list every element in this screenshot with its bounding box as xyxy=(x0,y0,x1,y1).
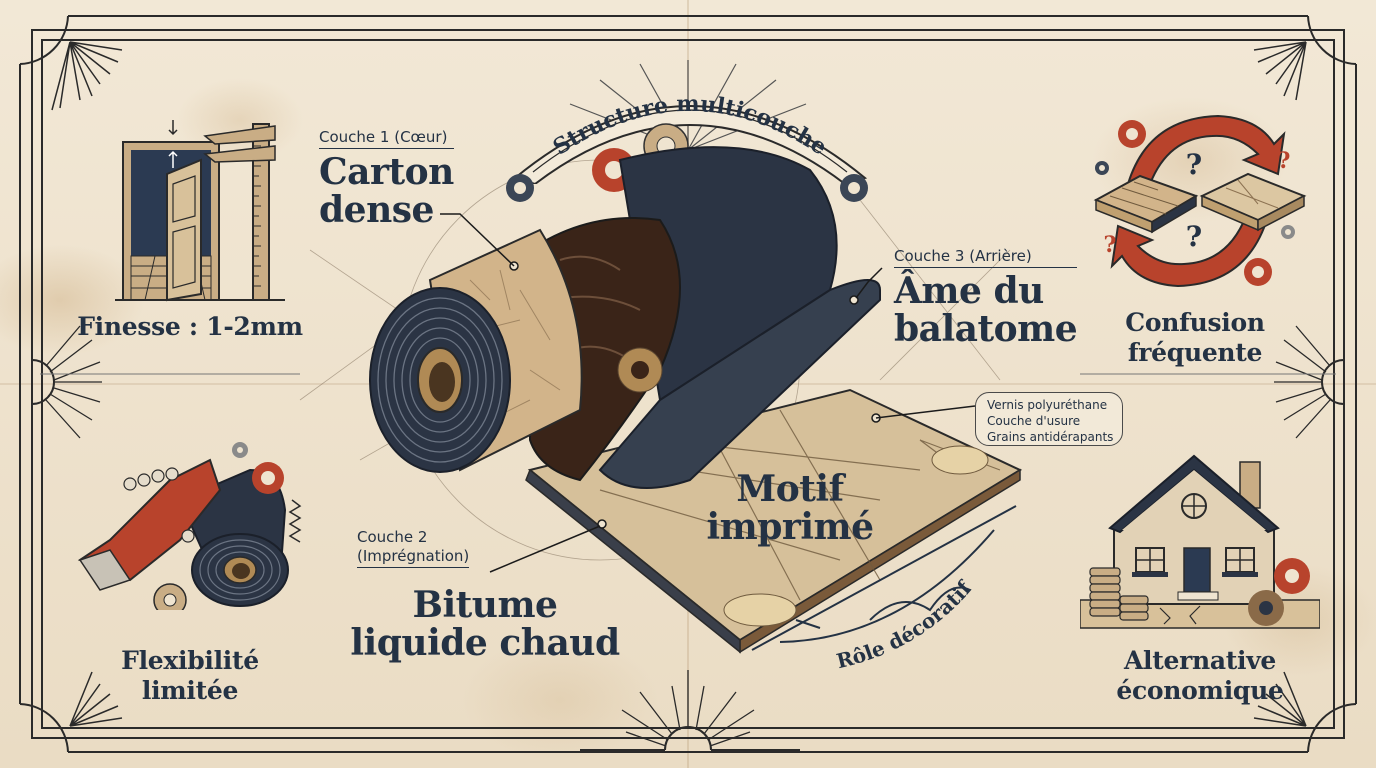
layer2-title-line2: liquide chaud xyxy=(350,622,620,664)
svg-text:?: ? xyxy=(1104,232,1117,258)
swap-arrows-question-icon: ? ? ? ? xyxy=(1093,114,1307,288)
layer2-label-line2: (Imprégnation) xyxy=(357,547,470,568)
confusion-title-line1: Confusion xyxy=(1125,308,1265,337)
economy-title: Alternative économique xyxy=(1070,646,1330,706)
svg-text:Rôle décoratif: Rôle décoratif xyxy=(834,575,977,673)
bubble-line-wear-layer: Couche d'usure xyxy=(987,414,1081,428)
ribbon-banner: Structure multicouche xyxy=(512,91,868,184)
confusion-title-line2: fréquente xyxy=(1127,338,1263,367)
flexibility-title-line2: limitée xyxy=(141,676,239,705)
svg-text:?: ? xyxy=(1186,220,1202,253)
thinness-title: Finesse : 1-2mm xyxy=(77,312,303,341)
robot-hand-roll-icon xyxy=(77,442,302,610)
flexibility-title-line1: Flexibilité xyxy=(121,646,259,675)
svg-text:?: ? xyxy=(1278,148,1291,174)
decorative-role-text: Rôle décoratif xyxy=(834,575,977,673)
layer3-title-line1: Âme du xyxy=(894,270,1044,312)
printed-pattern-title: Motif imprimé xyxy=(700,470,880,546)
layer1-title-line2: dense xyxy=(319,189,434,231)
linoleum-roll-illustration xyxy=(369,146,1023,654)
decorative-role-label: Rôle décoratif xyxy=(834,575,977,673)
confusion-title: Confusion fréquente xyxy=(1070,308,1320,368)
svg-text:?: ? xyxy=(1186,148,1202,181)
economy-title-line2: économique xyxy=(1116,676,1284,705)
layer2-title: Bitume liquide chaud xyxy=(340,586,630,662)
layer1-title-line1: Carton xyxy=(319,151,454,193)
layer3-title-line2: balatome xyxy=(894,308,1078,350)
layer3-callout: Couche 3 (Arrière) Âme du balatome xyxy=(894,247,1078,350)
flourish-icon xyxy=(869,586,971,621)
top-layer-bubble: Vernis polyuréthane Couche d'usure Grain… xyxy=(975,392,1123,446)
flexibility-title: Flexibilité limitée xyxy=(60,646,320,706)
economy-title-line1: Alternative xyxy=(1123,646,1277,675)
bubble-line-grains: Grains antidérapants xyxy=(987,430,1114,444)
layer1-callout: Couche 1 (Cœur) Carton dense xyxy=(319,128,454,229)
layer2-label-line1: Couche 2 xyxy=(357,528,428,546)
house-coins-icon xyxy=(1080,454,1320,629)
layer2-callout: Couche 2 (Imprégnation) xyxy=(357,528,470,568)
layer1-label: Couche 1 (Cœur) xyxy=(319,128,454,149)
printed-pattern-line1: Motif xyxy=(736,468,844,510)
layer3-label: Couche 3 (Arrière) xyxy=(894,247,1078,268)
caliper-door-icon xyxy=(115,120,285,302)
printed-pattern-line2: imprimé xyxy=(706,506,874,548)
bubble-line-varnish: Vernis polyuréthane xyxy=(987,398,1108,412)
layer2-title-line1: Bitume xyxy=(412,584,558,626)
